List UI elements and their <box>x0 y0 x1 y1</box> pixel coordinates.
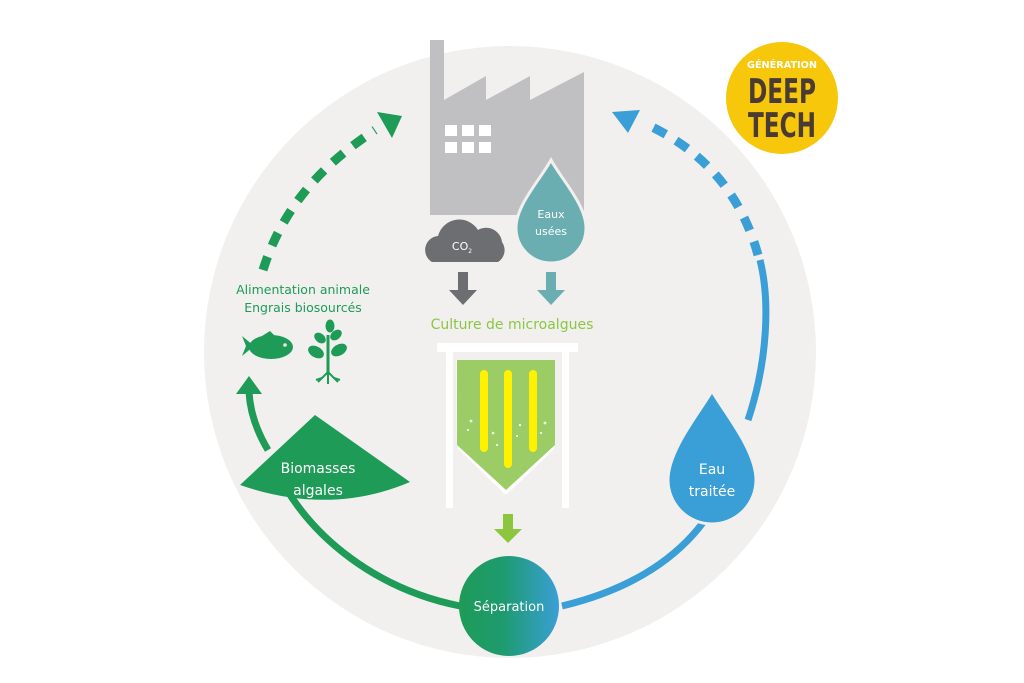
separation-node: Séparation <box>459 556 559 656</box>
treated-water-drop-icon: Eau traitée <box>666 387 758 526</box>
separation-label: Séparation <box>474 600 545 615</box>
co2-arrow-down-icon <box>449 272 477 305</box>
badge-line1: GÉNÉRATION <box>747 58 817 71</box>
photobioreactor-icon <box>437 343 578 508</box>
treated-water-label-line1: Eau <box>699 462 725 478</box>
wastewater-label-line1: Eaux <box>537 208 565 221</box>
co2-cloud-icon: CO2 <box>425 219 505 262</box>
wastewater-arrow-down-icon <box>537 272 565 305</box>
treated-water-label-line2: traitée <box>689 484 735 500</box>
generation-deeptech-badge: GÉNÉRATION DEEP TECH <box>726 42 838 154</box>
plant-icon <box>308 319 347 384</box>
culture-label: Culture de microalgues <box>431 317 594 333</box>
biomass-label-line1: Biomasses <box>281 461 356 477</box>
green-dashed-arc <box>258 126 378 272</box>
wastewater-drop-icon: Eaux usées <box>514 156 588 265</box>
blue-dashed-arc <box>648 121 763 257</box>
badge-line3: TECH <box>748 106 816 146</box>
biomass-label-line2: algales <box>293 483 343 499</box>
co2-label: CO2 <box>452 240 472 255</box>
green-up-arc <box>245 391 272 452</box>
green-up-arrowhead-icon <box>236 376 262 394</box>
outputs-label-line2: Engrais biosourcés <box>244 300 362 315</box>
blue-dashed-arrowhead-icon <box>612 110 640 133</box>
fish-icon <box>242 331 293 359</box>
wastewater-label-line2: usées <box>535 225 567 238</box>
reactor-arrow-down-icon <box>494 514 522 543</box>
badge-line2: DEEP <box>748 72 816 112</box>
biomass-pile-icon: Biomasses algales <box>240 415 410 500</box>
outputs-label-line1: Alimentation animale <box>236 282 370 297</box>
green-dashed-arrowhead-icon <box>377 112 402 138</box>
